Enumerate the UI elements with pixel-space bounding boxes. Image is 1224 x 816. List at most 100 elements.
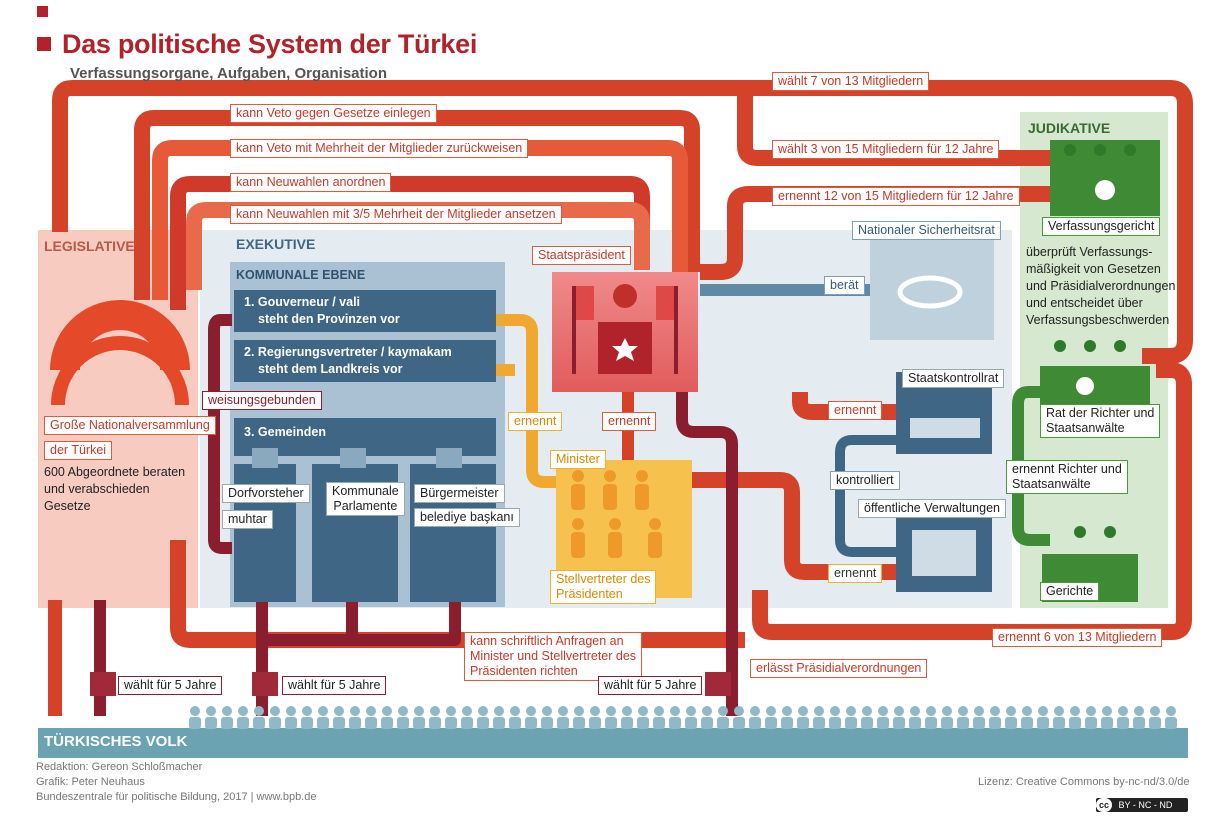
person-head (798, 706, 808, 716)
person-head (1166, 706, 1176, 716)
maroon-buerger (262, 592, 461, 646)
connector-3 (436, 448, 462, 468)
person-body (941, 717, 953, 729)
person-head (510, 706, 520, 716)
vg-desc-4: und entscheidet über (1026, 296, 1143, 310)
person-head (974, 706, 984, 716)
buerger-label: Bürgermeister (414, 484, 505, 503)
arrow-ernennt-kontrollrat (792, 392, 905, 420)
person-body (509, 717, 521, 729)
verfassungsgericht-desc: überprüft Verfassungs- mäßigkeit von Ges… (1026, 244, 1175, 329)
person-body (429, 717, 441, 729)
person-head (206, 706, 216, 716)
person-head (926, 706, 936, 716)
person-head (382, 706, 392, 716)
person-head (430, 706, 440, 716)
label-kontrolliert: kontrolliert (830, 471, 900, 490)
person-head (1134, 706, 1144, 716)
person-body (733, 717, 745, 729)
minister-label: Minister (550, 450, 606, 469)
person-head (942, 706, 952, 716)
vg-desc-3: und Präsidialverordnungen (1026, 279, 1176, 293)
arrow-waehlt7 (52, 80, 1193, 364)
person-body (605, 717, 617, 729)
ernennt-richter-label: ernennt Richter und Staatsanwälte (1006, 460, 1128, 494)
person-body (461, 717, 473, 729)
person-body (797, 717, 809, 729)
person-body (893, 717, 905, 729)
person-body (621, 717, 633, 729)
rat-line-2: Staatsanwälte (1046, 421, 1125, 435)
person-body (541, 717, 553, 729)
legislative-desc: 600 Abgeordnete beraten und verabschiede… (44, 464, 185, 515)
anfragen-line-1: kann schriftlich Anfragen an (470, 634, 624, 648)
arrow-ernennt12 (700, 186, 1050, 280)
cc-mark: cc (1096, 798, 1112, 812)
person-head (862, 706, 872, 716)
person-head (318, 706, 328, 716)
label-ernennt-minister: ernennt (602, 412, 657, 431)
person-body (701, 717, 713, 729)
maroon-weisung (208, 314, 232, 554)
stellvertreter-line-2: Präsidenten (556, 587, 623, 601)
cc-badge-icon: cc BY - NC - ND (1096, 798, 1188, 812)
person-body (1117, 717, 1129, 729)
person-body (1037, 717, 1049, 729)
label-anfragen: kann schriftlich Anfragen an Minister un… (464, 632, 643, 681)
person-head (238, 706, 248, 716)
person-head (814, 706, 824, 716)
title-marker (37, 37, 51, 51)
label-waehlt7: wählt 7 von 13 Mitgliedern (772, 72, 930, 91)
person-head (1038, 706, 1048, 716)
gerichte-label: Gerichte (1040, 582, 1100, 601)
label-waehlt5-legislative: wählt für 5 Jahre (118, 676, 223, 695)
vg-desc-1: überprüft Verfassungs- (1026, 245, 1153, 259)
title-marker-small (37, 6, 48, 17)
label-weisungsgebunden: weisungsgebunden (202, 391, 322, 410)
label-ernennt-kommunal: ernennt (508, 412, 563, 431)
person-head (1150, 706, 1160, 716)
legislative-desc-2: und verabschieden (44, 482, 150, 496)
person-head (878, 706, 888, 716)
person-head (462, 706, 472, 716)
connector-1 (252, 448, 278, 468)
flag-pole-right (674, 286, 678, 374)
file-cabinet-icon (912, 530, 976, 576)
gouverneur-text: 1. Gouverneur / vali steht den Provinzen… (244, 294, 400, 328)
stellvertreter-label: Stellvertreter des Präsidenten (550, 570, 657, 604)
person-body (861, 717, 873, 729)
stellvertreter-line-1: Stellvertreter des (556, 572, 651, 586)
person-body (589, 717, 601, 729)
person-body (237, 717, 249, 729)
verwaltungen-label: öffentliche Verwaltungen (858, 499, 1006, 518)
section-kommunal: KOMMUNALE EBENE (236, 268, 366, 282)
footer-bpb: Bundeszentrale für politische Bildung, 2… (36, 791, 317, 803)
person-body (957, 717, 969, 729)
kontrollrat-label: Staatskontrollrat (902, 369, 1005, 388)
flag-right-icon (656, 286, 674, 320)
anfragen-line-2: Minister und Stellvertreter des (470, 649, 637, 663)
parlamente-label: Kommunale Parlamente (326, 482, 405, 516)
person-head (750, 706, 760, 716)
footer-grafik: Grafik: Peter Neuhaus (36, 776, 145, 788)
person-head (302, 706, 312, 716)
person-body (653, 717, 665, 729)
person-head (1022, 706, 1032, 716)
muhtar-label: muhtar (222, 510, 273, 529)
flag-left-icon (576, 286, 594, 320)
belediye-label: belediye başkanı (414, 508, 520, 527)
person-body (1021, 717, 1033, 729)
scales-icon (1076, 377, 1094, 395)
person-body (269, 717, 281, 729)
person-body (413, 717, 425, 729)
person-head (1054, 706, 1064, 716)
legislative-name-2: der Türkei (44, 441, 113, 460)
label-waehlt5-praesident: wählt für 5 Jahre (598, 676, 703, 695)
person-head (254, 706, 264, 716)
box-kaymakam (234, 340, 496, 382)
person-body (781, 717, 793, 729)
people-row-icon (189, 706, 1177, 729)
person-body (365, 717, 377, 729)
cc-badge-text: BY - NC - ND (1118, 800, 1173, 810)
person-head (334, 706, 344, 716)
